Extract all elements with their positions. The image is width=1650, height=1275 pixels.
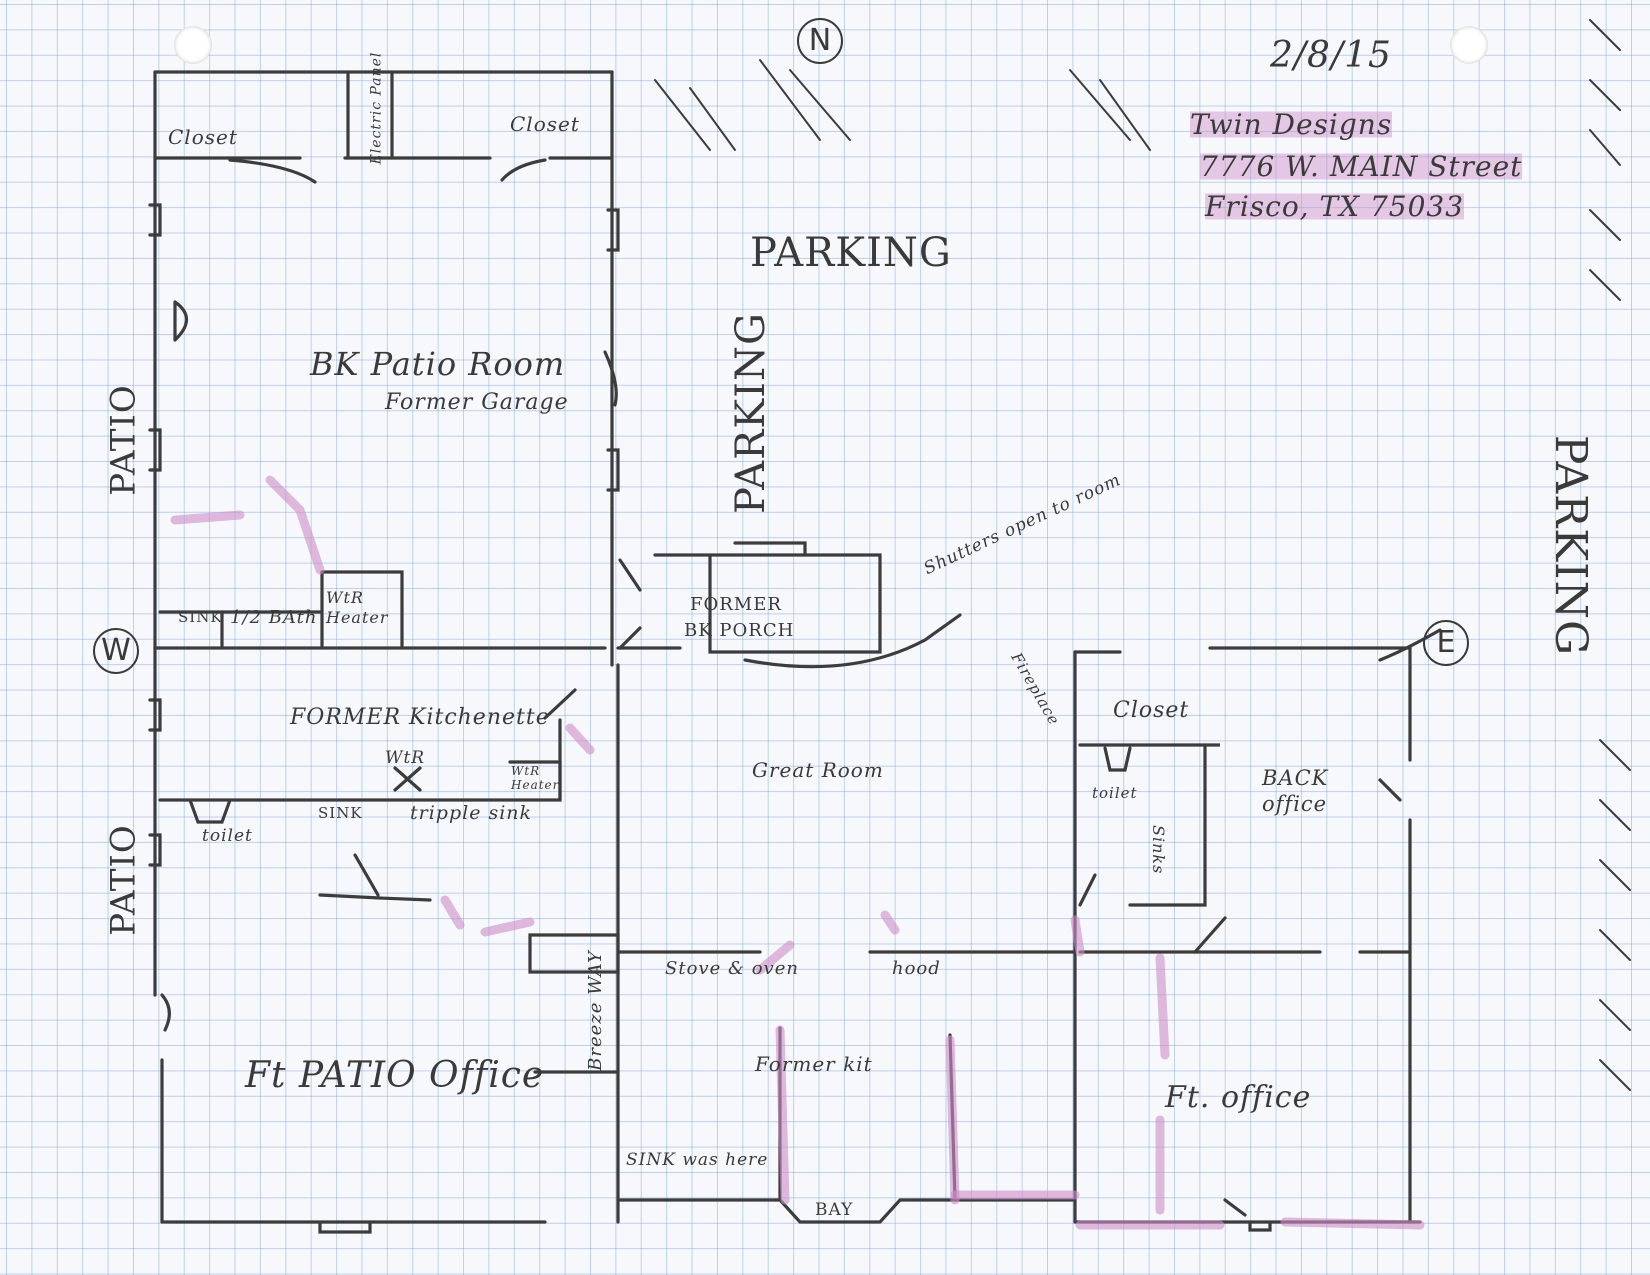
compass-west: W	[93, 628, 139, 674]
hood-label: hood	[892, 958, 941, 979]
bk-patio-room-label: BK Patio Room	[310, 345, 566, 383]
former-bk-porch-label-1: FORMER	[690, 594, 782, 615]
ft-patio-office-label: Ft PATIO Office	[245, 1055, 545, 1096]
door-swing-6	[543, 688, 577, 720]
window-3	[148, 698, 162, 732]
former-kit-label: Former kit	[755, 1052, 873, 1076]
compass-north: N	[797, 18, 843, 64]
wall-closet-east	[1078, 743, 1220, 907]
half-circle-door	[173, 300, 189, 342]
door-swing-1	[228, 158, 317, 184]
company-name: Twin Designs	[1190, 108, 1393, 141]
highlighter-marks	[170, 475, 1425, 1230]
window-7	[318, 1220, 372, 1234]
wall-porch-window	[733, 541, 807, 557]
door-swing-10	[1378, 778, 1402, 802]
door-swing-9	[1193, 916, 1227, 954]
compass-east: E	[1423, 620, 1469, 666]
back-office-label: BACK office	[1262, 766, 1329, 816]
parking-label-top: PARKING	[750, 230, 952, 276]
sinks-east-label: Sinks	[1149, 825, 1168, 875]
toilet-east-label: toilet	[1092, 784, 1138, 802]
door-swing-5	[618, 626, 642, 650]
window-6	[606, 448, 620, 492]
window-8	[1248, 1220, 1272, 1232]
closet-left-label: Closet	[168, 125, 238, 149]
wall-counter	[158, 718, 562, 802]
toilet-left-label: toilet	[202, 826, 253, 846]
great-room-label: Great Room	[752, 758, 884, 782]
door-swing-12	[1223, 1198, 1247, 1217]
wall-patio-office	[318, 893, 432, 902]
door-swing-8	[1078, 873, 1097, 907]
wall-toilet-left	[188, 798, 232, 824]
former-kitchenette-label: FORMER Kitchenette	[290, 705, 550, 730]
door-swing-3	[603, 350, 618, 407]
electric-panel-label: Electric Panel	[368, 51, 385, 165]
closet-east-label: Closet	[1113, 698, 1190, 723]
drawing-date: 2/8/15	[1270, 35, 1392, 76]
window-1	[148, 203, 162, 237]
parking-label-middle: PARKING	[727, 312, 774, 514]
bay-label: BAY	[815, 1200, 854, 1220]
door-swing-7	[353, 853, 380, 897]
hole-punch	[1450, 26, 1488, 64]
stove-label: Stove & oven	[665, 958, 799, 979]
breeze-way-label: Breeze WAY	[584, 950, 606, 1071]
shutter-arc	[743, 613, 962, 669]
parking-hatch	[654, 19, 1631, 1091]
wall-heater-lower	[508, 760, 562, 802]
wall-east-north	[1073, 646, 1412, 654]
former-bk-porch-label-2: BK PORCH	[684, 620, 795, 641]
company-address-line2: Frisco, TX 75033	[1205, 190, 1465, 223]
door-swing-4	[618, 558, 642, 592]
wall-heater	[320, 570, 404, 650]
hole-punch	[174, 26, 212, 64]
company-address-line1: 7776 W. MAIN Street	[1200, 150, 1523, 183]
window-2	[148, 428, 162, 472]
window-4	[148, 833, 162, 867]
parking-label-right: PARKING	[1545, 434, 1597, 657]
tripple-sink-label: tripple sink	[410, 802, 533, 824]
door-swing-11	[160, 993, 171, 1032]
door-swing-2	[500, 158, 547, 182]
closet-right-label: Closet	[510, 112, 580, 136]
half-bath-label: 1/2 BAth	[230, 607, 318, 628]
wtr-heater-upper-label: WtR Heater	[326, 588, 389, 627]
ft-office-label: Ft. office	[1165, 1080, 1312, 1115]
wall-breezeway	[528, 933, 620, 974]
patio-label-upper: PATIO	[103, 384, 144, 496]
x-mark-wtr	[393, 766, 422, 792]
window-5	[606, 208, 620, 252]
sink-small-label: SINK	[178, 608, 223, 626]
sink-was-here-label: SINK was here	[626, 1150, 769, 1170]
wtr-heater-lower-label: WtR Heater	[511, 764, 560, 792]
wall-panel	[346, 70, 394, 160]
patio-label-lower: PATIO	[103, 824, 144, 936]
former-garage-label: Former Garage	[385, 390, 569, 415]
wtr-label: WtR	[385, 748, 426, 768]
sink-left-label: SINK	[318, 804, 363, 822]
wall-bay	[616, 1198, 1077, 1224]
wall-toilet-east	[1103, 746, 1132, 772]
